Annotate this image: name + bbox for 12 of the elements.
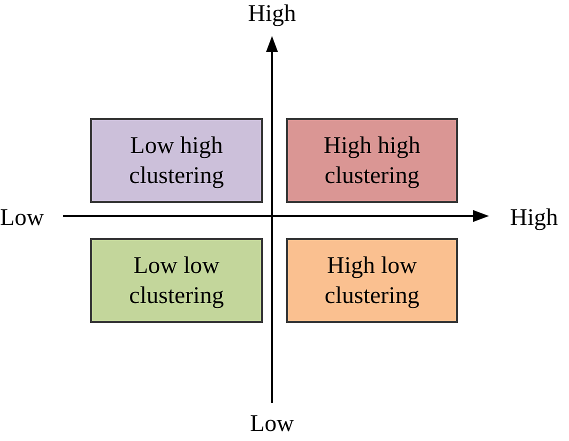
quadrant-box <box>286 118 458 203</box>
quadrant-box <box>286 238 458 323</box>
quadrant-label: Low high clustering <box>128 132 225 190</box>
quadrant-label: High high clustering <box>322 132 422 190</box>
quadrant-box <box>90 118 263 203</box>
quadrant-box <box>90 238 263 323</box>
axis-label: High <box>248 2 296 26</box>
quadrant-label: Low low clustering <box>128 252 225 310</box>
axis-label: High <box>510 206 558 230</box>
axis-label: Low <box>250 412 294 436</box>
axis-label: Low <box>0 206 44 230</box>
quadrant-label: High low clustering <box>324 252 420 310</box>
